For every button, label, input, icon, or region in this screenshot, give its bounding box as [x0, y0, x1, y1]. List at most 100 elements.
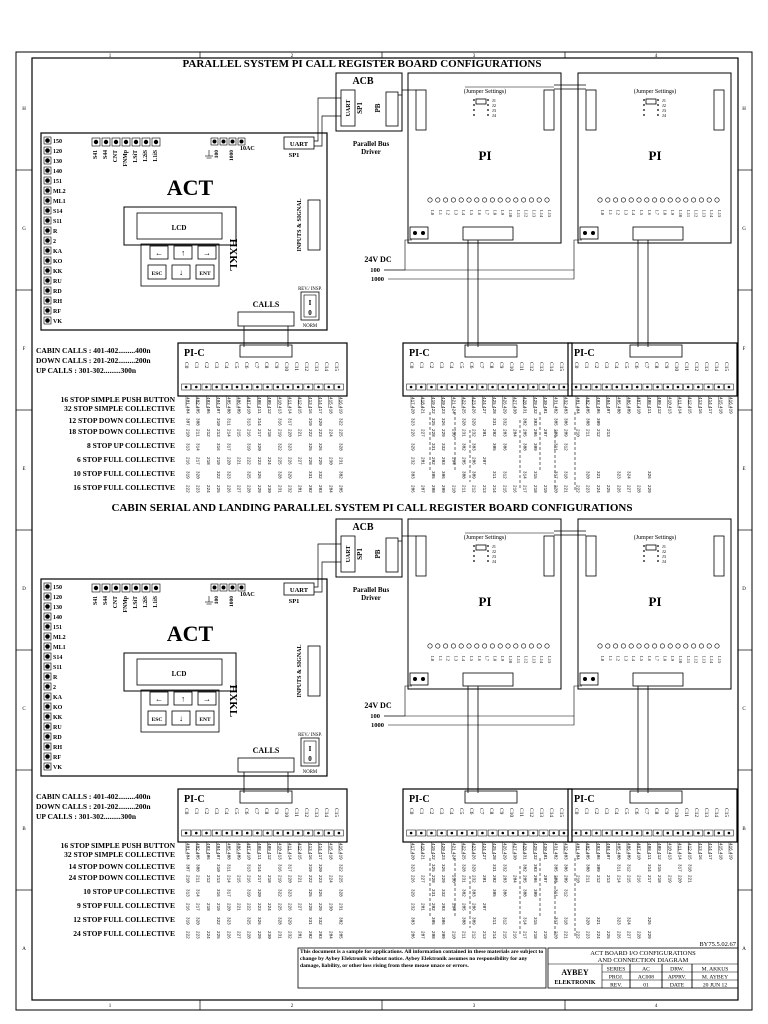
- terminal-screw: [413, 231, 417, 235]
- lcd-label: LCD: [172, 224, 187, 232]
- pi-c-pin-label: C0: [408, 808, 414, 815]
- terminal-number: 307: [185, 864, 190, 872]
- row-marker-right: C: [742, 707, 746, 712]
- terminal-block: [43, 146, 52, 155]
- terminal-pin: [201, 829, 212, 837]
- terminal-number: 208: [430, 485, 435, 493]
- left-arrow-key[interactable]: ←: [149, 691, 169, 706]
- row-marker-right: F: [743, 347, 746, 352]
- right-arrow-key[interactable]: →: [197, 245, 217, 260]
- terminal-screw: [45, 674, 50, 679]
- jumper-pin: [487, 545, 489, 547]
- terminal-number: 427: [481, 406, 486, 414]
- terminal-number: 308: [195, 418, 200, 426]
- rev-insp-switch[interactable]: I0: [300, 737, 320, 767]
- pi-led: [597, 643, 603, 649]
- terminal-screw: [276, 385, 280, 389]
- terminal-number: 207: [481, 903, 486, 911]
- col-marker-top: 3: [473, 54, 476, 59]
- terminal-number: 313: [246, 418, 251, 426]
- esc-key[interactable]: ESC: [147, 710, 167, 726]
- esc-key[interactable]: ESC: [147, 264, 167, 280]
- terminal-pin: [673, 829, 683, 837]
- terminal-number: 220: [287, 875, 292, 883]
- terminal-number: 408: [225, 852, 230, 860]
- terminal-number: 401: [185, 397, 190, 405]
- terminal-number: 204: [327, 485, 332, 493]
- terminal-pin: [323, 829, 334, 837]
- terminal-screw: [45, 188, 50, 193]
- title-block-cell: DRW.: [670, 966, 684, 972]
- jumper-pin: [473, 550, 475, 552]
- terminal-label-2: 2: [53, 239, 56, 245]
- pi-c-pin-label: C0: [183, 362, 189, 369]
- terminal-number: 215: [236, 875, 241, 883]
- terminal-number: 408: [615, 852, 620, 860]
- key-cap: [149, 691, 169, 706]
- terminal-number: 229: [646, 485, 651, 493]
- power-label-10ac: 10AC: [240, 592, 255, 598]
- calls-label: CALLS: [253, 746, 280, 755]
- terminal-screw: [635, 831, 639, 835]
- down-arrow-key[interactable]: ↓: [171, 710, 191, 726]
- terminal-number: 209: [440, 485, 445, 493]
- dc-supply-label: 24V DC: [364, 701, 391, 710]
- pi-output-label: L15: [547, 656, 552, 664]
- terminal-block: [43, 752, 52, 761]
- dc-supply-label: 24V DC: [364, 255, 391, 264]
- act-board: 150120130140151ML2ML1S14S11R2KAKOKKRURDR…: [40, 578, 328, 777]
- jumper-pin: [487, 555, 489, 557]
- terminal-number: 415: [327, 843, 332, 851]
- terminal-number: 427: [481, 852, 486, 860]
- terminal-number: 306: [440, 917, 445, 925]
- jumper-pin: [643, 550, 645, 552]
- ent-key[interactable]: ENT: [195, 710, 215, 726]
- up-arrow-key[interactable]: ↑: [173, 245, 193, 260]
- row-marker-right: B: [742, 827, 746, 832]
- power-terminal: [237, 137, 246, 146]
- terminal-number: 305: [430, 917, 435, 925]
- terminal-number: 414: [707, 397, 712, 405]
- terminal-block: [43, 592, 52, 601]
- pi-output-label: L12: [694, 656, 699, 663]
- rev-insp-switch[interactable]: I0: [300, 291, 320, 321]
- pi-output-label: L12: [694, 210, 699, 217]
- terminal-number: 320: [585, 471, 590, 479]
- terminal-number: 217: [646, 875, 651, 883]
- terminal-number: 418: [717, 852, 722, 860]
- terminal-block: [131, 583, 141, 593]
- pi-c-pin-label: C3: [438, 362, 444, 369]
- terminal-screw: [235, 385, 239, 389]
- terminal-number: 415: [687, 852, 692, 860]
- right-arrow-key[interactable]: →: [197, 691, 217, 706]
- pi-output-label: L1: [438, 656, 443, 661]
- pi-led: [613, 643, 619, 649]
- terminal-number: 302: [522, 864, 527, 872]
- pi-left-connector: [415, 89, 427, 131]
- config-row-2: 32 STOP SIMPLE COLLECTIVE: [64, 404, 175, 413]
- terminal-number: 210: [185, 875, 190, 883]
- up-arrow-key[interactable]: ↑: [173, 691, 193, 706]
- config-row-6: 6 STOP FULL COLLECTIVE: [77, 455, 175, 464]
- down-arrow-key[interactable]: ↓: [171, 264, 191, 280]
- terminal-number: 322: [215, 917, 220, 925]
- terminal-screw: [113, 585, 119, 591]
- jumper-label: J2: [662, 103, 666, 108]
- terminal-number: 426: [471, 406, 476, 414]
- terminal-number: 217: [522, 931, 527, 939]
- terminal-number: 412: [687, 843, 692, 851]
- terminal-number: 232: [410, 903, 415, 911]
- terminal-pin: [498, 829, 508, 837]
- pi-output-label: L4: [461, 210, 466, 216]
- terminal-number: 411: [677, 843, 682, 851]
- ent-key[interactable]: ENT: [195, 264, 215, 280]
- terminal-number: 406: [595, 406, 600, 414]
- terminal-number: 411: [677, 397, 682, 405]
- terminal-screw: [574, 385, 578, 389]
- power-label-100: 100: [214, 150, 220, 159]
- pi-c-pin-label: C14: [713, 362, 719, 371]
- pi-output-label: L2: [446, 210, 451, 215]
- terminal-number: 229: [317, 903, 322, 911]
- left-arrow-key[interactable]: ←: [149, 245, 169, 260]
